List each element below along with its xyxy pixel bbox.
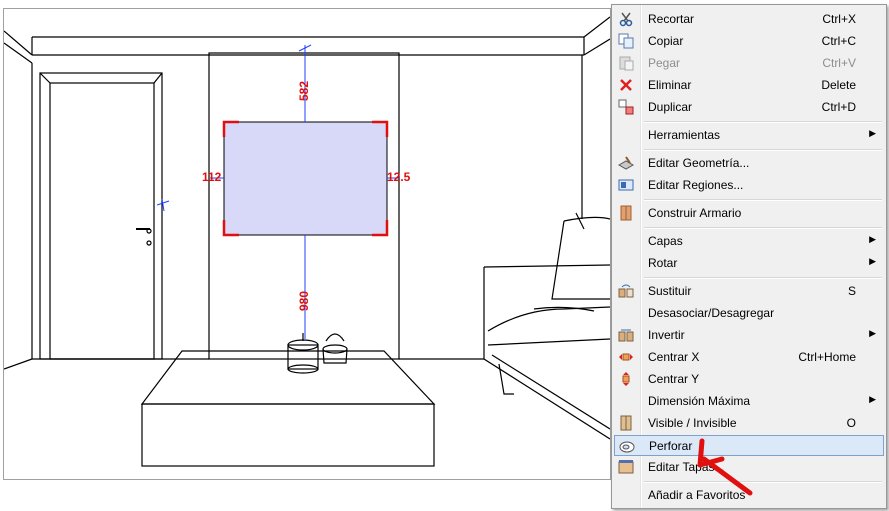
copy-icon bbox=[618, 33, 634, 49]
menu-item-dissociate[interactable]: Desasociar/Desagregar bbox=[648, 306, 775, 320]
duplicate-icon bbox=[618, 99, 634, 115]
submenu-arrow-icon: ▶ bbox=[869, 328, 876, 338]
center-x-icon bbox=[618, 349, 634, 365]
invert-icon bbox=[618, 327, 634, 343]
room-drawing: 582 980 112 12.5 bbox=[4, 16, 610, 467]
door-frame bbox=[39, 72, 163, 360]
edit-geometry-icon bbox=[617, 155, 635, 171]
menu-item-delete[interactable]: Eliminar Delete bbox=[614, 75, 884, 96]
context-menu: Recortar Ctrl+X Copiar Ctrl+C Pegar Ctrl… bbox=[611, 4, 887, 509]
visible-icon bbox=[618, 415, 634, 431]
menu-item-center-x[interactable]: Centrar X Ctrl+Home bbox=[614, 347, 884, 368]
dimension-left-label: 112 bbox=[202, 170, 222, 184]
wardrobe-icon bbox=[618, 205, 634, 221]
menu-item-replace[interactable]: Sustituir S bbox=[614, 281, 884, 302]
paste-icon bbox=[618, 55, 634, 71]
dimension-right-label: 12.5 bbox=[387, 170, 411, 184]
menu-item-center-y[interactable]: Centrar Y bbox=[614, 369, 884, 390]
scissors-icon bbox=[618, 11, 634, 27]
menu-item-add-favorites[interactable]: Añadir a Favoritos bbox=[648, 488, 746, 502]
edit-regions-icon bbox=[618, 177, 634, 193]
submenu-arrow-icon: ▶ bbox=[869, 394, 876, 404]
menu-item-max-dimension[interactable]: Dimensión Máxima ▶ bbox=[648, 394, 876, 408]
selection-handles bbox=[222, 120, 389, 237]
center-y-icon bbox=[618, 371, 634, 387]
menu-item-edit-regions[interactable]: Editar Regiones... bbox=[614, 175, 884, 196]
menu-item-invert[interactable]: Invertir ▶ bbox=[614, 325, 884, 346]
dimension-top-label: 582 bbox=[297, 81, 311, 101]
wall-panel bbox=[208, 52, 400, 360]
submenu-arrow-icon: ▶ bbox=[869, 256, 876, 266]
menu-item-perforate[interactable]: Perforar bbox=[614, 435, 884, 456]
menu-item-rotate[interactable]: Rotar ▶ bbox=[648, 256, 876, 270]
delete-x-icon bbox=[618, 77, 634, 93]
annotation-arrow-icon bbox=[697, 438, 753, 496]
menu-separator bbox=[644, 149, 882, 151]
dimension-bottom-label: 980 bbox=[297, 291, 311, 311]
perforate-icon bbox=[619, 438, 635, 454]
menu-separator bbox=[644, 121, 882, 123]
menu-item-visible[interactable]: Visible / Invisible O bbox=[614, 413, 884, 434]
ceiling-edge-left bbox=[4, 30, 33, 56]
menu-item-cut[interactable]: Recortar Ctrl+X bbox=[614, 9, 884, 30]
submenu-arrow-icon: ▶ bbox=[869, 128, 876, 138]
selected-object bbox=[223, 121, 388, 236]
menu-item-tools[interactable]: Herramientas ▶ bbox=[648, 128, 876, 142]
edit-covers-icon bbox=[618, 459, 634, 475]
menu-separator bbox=[644, 199, 882, 201]
menu-separator bbox=[644, 481, 882, 483]
replace-icon bbox=[618, 283, 634, 299]
menu-item-edit-geometry[interactable]: Editar Geometría... bbox=[614, 153, 884, 174]
3d-viewport[interactable]: 582 980 112 12.5 bbox=[3, 8, 611, 480]
menu-separator bbox=[644, 227, 882, 229]
door bbox=[49, 82, 155, 360]
menu-item-duplicate[interactable]: Duplicar Ctrl+D bbox=[614, 97, 884, 118]
menu-item-build-wardrobe[interactable]: Construir Armario bbox=[614, 203, 884, 224]
menu-item-copy[interactable]: Copiar Ctrl+C bbox=[614, 31, 884, 52]
menu-item-layers[interactable]: Capas ▶ bbox=[648, 234, 876, 248]
menu-separator bbox=[644, 277, 882, 279]
menu-item-paste[interactable]: Pegar Ctrl+V bbox=[614, 53, 884, 74]
submenu-arrow-icon: ▶ bbox=[869, 234, 876, 244]
